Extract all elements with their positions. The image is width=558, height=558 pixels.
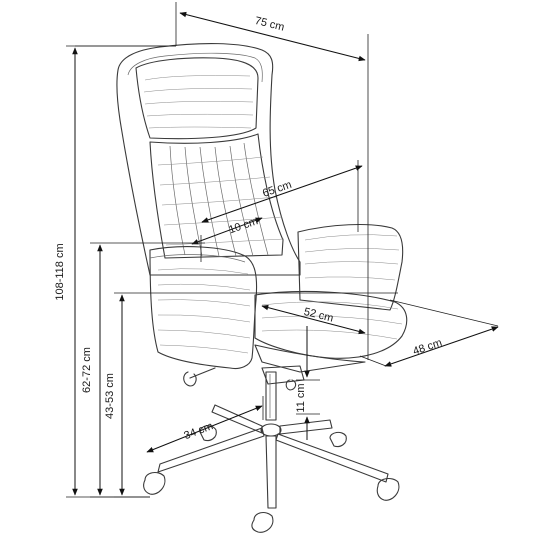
mechanism xyxy=(261,365,305,385)
mechanism-knob xyxy=(285,379,297,391)
label-seat-width: 52 cm xyxy=(303,306,335,325)
label-seat-height: 43-53 cm xyxy=(104,373,116,419)
label-headrest-offset: 10 cm xyxy=(227,215,259,236)
label-armrest-height: 62-72 cm xyxy=(81,347,93,393)
dimension-seat-height: 43-53 cm xyxy=(104,292,398,498)
headrest-texture xyxy=(143,75,254,129)
headrest-panel xyxy=(135,57,259,140)
armrest-left-texture xyxy=(157,268,251,354)
dimension-seat-depth: 48 cm xyxy=(359,299,499,367)
dimension-gas-lift: 11 cm xyxy=(295,326,320,440)
label-seat-depth: 48 cm xyxy=(411,337,443,358)
seat-base xyxy=(254,344,366,373)
back-texture xyxy=(157,156,285,246)
seat-cushion xyxy=(254,290,408,359)
back-channels xyxy=(169,142,269,257)
backrest-outline xyxy=(116,43,301,276)
dimension-base-radius: 34 cm xyxy=(146,396,264,453)
armrest-left-top xyxy=(149,254,246,263)
armrest-left xyxy=(149,246,258,370)
label-base-radius: 34 cm xyxy=(182,420,214,442)
dimension-overall-height: 108-118 cm xyxy=(54,45,176,498)
label-overall-height: 108-118 cm xyxy=(54,243,66,300)
tilt-lever xyxy=(183,367,216,387)
chair-illustration xyxy=(116,43,408,533)
dimension-seat-width: 52 cm xyxy=(261,304,366,335)
label-gas-lift: 11 cm xyxy=(295,383,307,412)
gas-lift xyxy=(265,371,277,421)
casters xyxy=(143,425,400,533)
armrest-right xyxy=(297,223,404,311)
armrest-right-texture xyxy=(304,234,400,281)
dimension-armrest-height: 62-72 cm xyxy=(81,242,205,498)
label-overall-width: 75 cm xyxy=(254,15,286,34)
